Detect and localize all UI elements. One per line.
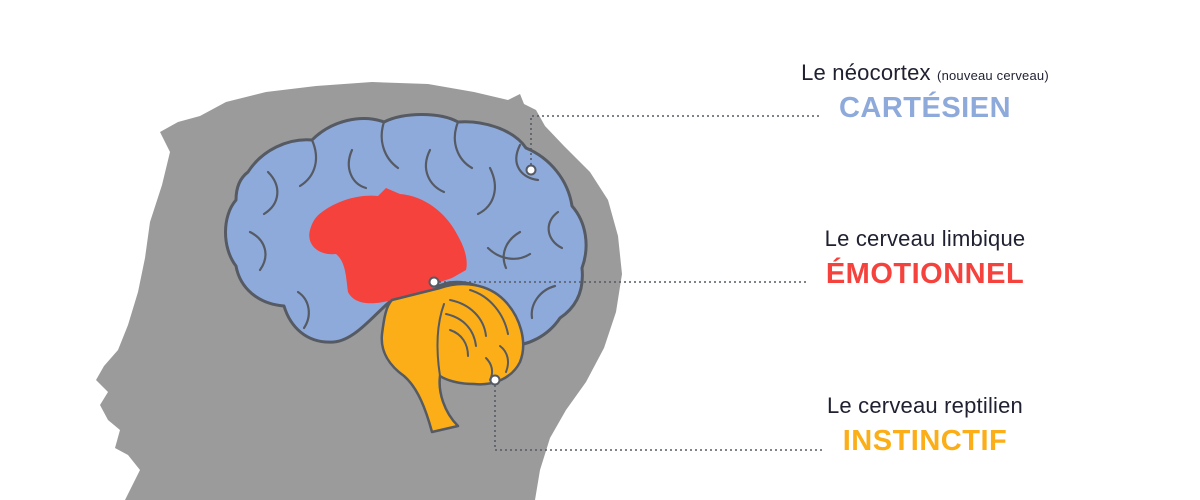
reptilian-keyword: INSTINCTIF [842,425,1008,457]
neocortex-title: Le néocortex [801,60,931,85]
neocortex-note: (nouveau cerveau) [937,68,1049,83]
limbic-title: Le cerveau limbique [824,226,1026,251]
anchor-dot-reptilian [489,374,501,386]
limbic-system [309,188,467,304]
leader-lines [434,115,822,451]
neocortex-keyword: CARTÉSIEN [838,92,1012,124]
label-limbic: Le cerveau limbique ÉMOTIONNEL [760,226,1090,291]
reptilian-title: Le cerveau reptilien [826,393,1023,418]
label-reptilian: Le cerveau reptilien INSTINCTIF [760,393,1090,458]
cerebellum-folds [436,289,509,381]
label-neocortex: Le néocortex (nouveau cerveau) CARTÉSIEN [760,60,1090,125]
limbic-keyword: ÉMOTIONNEL [825,258,1025,290]
cortex-folds [248,120,564,330]
anchor-dot-limbic [428,276,440,288]
anchor-dot-neocortex [525,164,537,176]
leader-reptilian [494,380,822,451]
